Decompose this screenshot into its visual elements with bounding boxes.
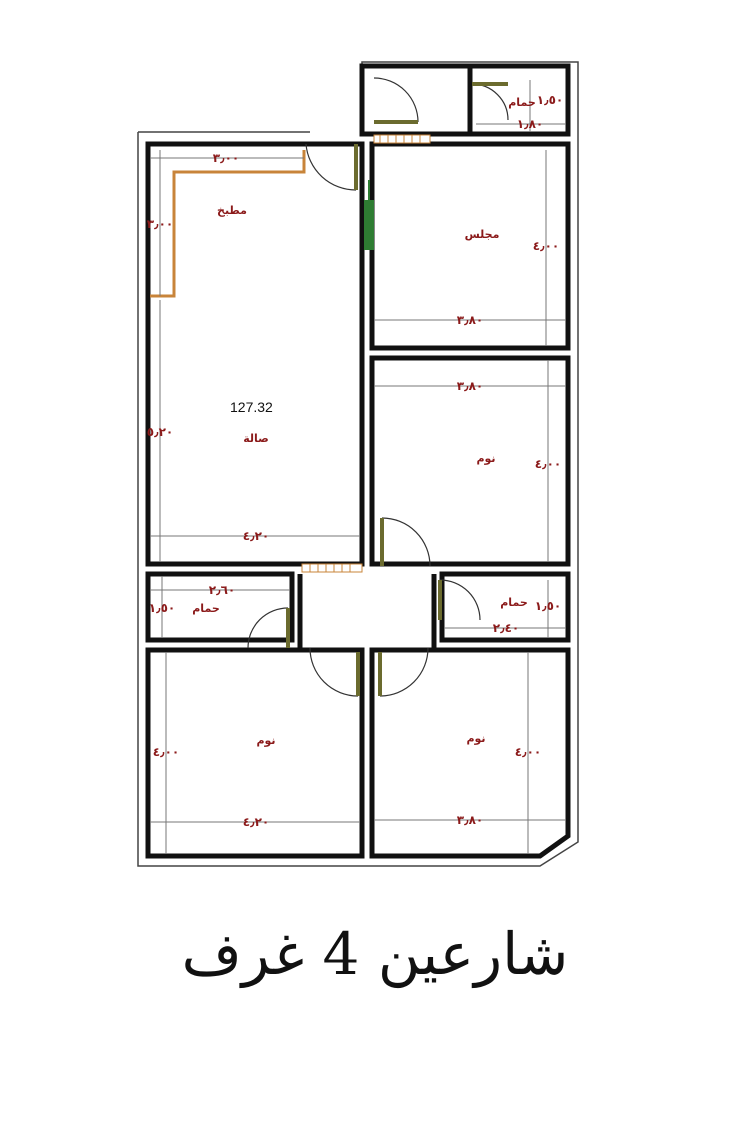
room-label-bath-left: حمام: [192, 602, 220, 615]
closet-panel: [364, 200, 374, 250]
dim-bed-mid-height: ٤٫٠٠: [535, 457, 561, 471]
room-label-bath-right: حمام: [500, 596, 528, 609]
dimension-lines: [150, 80, 566, 854]
kitchen-counter: [150, 150, 306, 298]
dim-majlis-width: ٣٫٨٠: [457, 313, 483, 327]
dim-bed-left-height: ٤٫٠٠: [153, 745, 179, 759]
dim-bath-top-height: ١٫٥٠: [537, 93, 563, 107]
room-label-kitchen: مطبخ: [217, 204, 247, 217]
plan-caption: شارعين 4 غرف: [181, 920, 569, 988]
dim-bed-mid-width: ٣٫٨٠: [457, 379, 483, 393]
dim-kitchen-width: ٣٫٠٠: [213, 151, 239, 165]
door-swings[interactable]: [247, 77, 509, 697]
dim-majlis-height: ٤٫٠٠: [533, 239, 559, 253]
dim-bed-left-width: ٤٫٢٠: [243, 815, 269, 829]
dim-hall-height: ٥٫٢٠: [147, 425, 173, 439]
dim-bath-left-height: ١٫٥٠: [149, 601, 175, 615]
dim-kitchen-height: ٣٫٠٠: [147, 217, 173, 231]
room-label-bath-top: حمام: [508, 96, 536, 109]
dim-bed-right-width: ٣٫٨٠: [457, 813, 483, 827]
floor-plan: 127.32 مطبخ مجلس صالة نوم حمام حمام حمام…: [137, 61, 579, 867]
dim-bed-right-height: ٤٫٠٠: [515, 745, 541, 759]
windows: [301, 134, 431, 573]
walls: [145, 63, 571, 859]
dim-bath-top-width: ١٫٨٠: [517, 117, 543, 131]
room-label-majlis: مجلس: [465, 228, 500, 241]
area-value: 127.32: [230, 399, 273, 415]
room-label-bed-right: نوم: [466, 732, 485, 745]
dim-hall-width: ٤٫٢٠: [243, 529, 269, 543]
room-label-bed-left: نوم: [256, 734, 275, 747]
site-outline: [137, 61, 579, 867]
room-label-hall: صالة: [243, 432, 269, 445]
dim-bath-left-width: ٢٫٦٠: [209, 583, 235, 597]
room-label-bed-mid: نوم: [476, 452, 495, 465]
dim-bath-right-width: ٢٫٤٠: [493, 621, 519, 635]
dim-bath-right-height: ١٫٥٠: [535, 599, 561, 613]
